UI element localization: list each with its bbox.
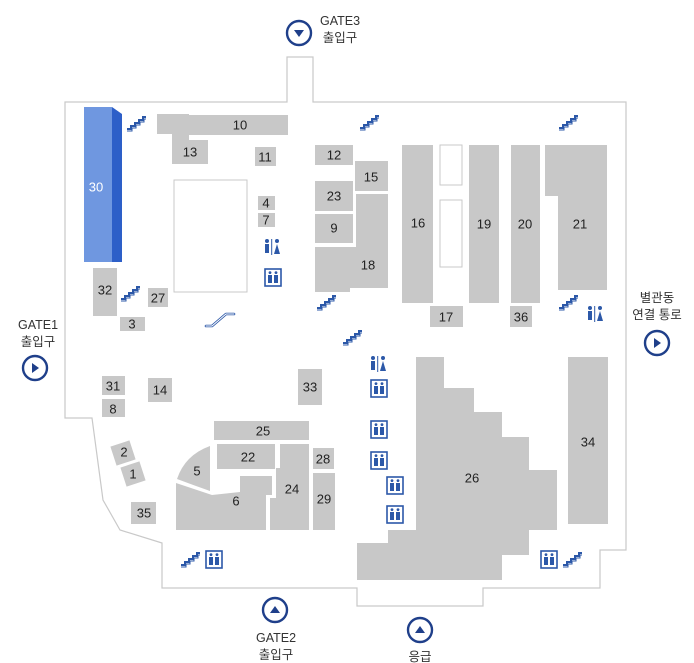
room-29-label: 29	[317, 492, 331, 507]
room-25-label: 25	[256, 424, 270, 439]
room-5-label: 5	[193, 464, 200, 479]
room-27[interactable]	[148, 288, 168, 307]
room-13[interactable]	[157, 114, 208, 164]
room-18-label: 18	[361, 258, 375, 273]
room-4-label: 4	[262, 196, 269, 211]
room-8-label: 8	[109, 402, 116, 417]
room-23[interactable]	[315, 181, 353, 211]
room-36[interactable]	[510, 306, 532, 327]
room-19-label: 19	[477, 217, 491, 232]
room-16-label: 16	[411, 216, 425, 231]
room-15[interactable]	[355, 161, 388, 191]
room-5[interactable]	[177, 446, 210, 491]
room-27-label: 27	[151, 291, 165, 306]
room-29[interactable]	[313, 473, 335, 530]
emergency-marker[interactable]: 응급	[406, 616, 434, 663]
escalator-icon	[204, 312, 236, 328]
gate-arrow-icon	[32, 363, 39, 373]
room-17[interactable]	[430, 306, 463, 327]
gate1-title: GATE1	[18, 318, 58, 332]
gate3-sub: 출입구	[323, 31, 358, 45]
room-12-label: 12	[327, 148, 341, 163]
room-7[interactable]	[258, 213, 275, 227]
room-26[interactable]	[357, 357, 557, 580]
void-b	[439, 199, 463, 268]
room-10-label: 10	[233, 118, 247, 133]
room-34[interactable]	[568, 357, 608, 524]
room-20[interactable]	[511, 145, 540, 303]
room-1[interactable]	[120, 461, 146, 487]
room-12[interactable]	[315, 145, 353, 165]
gate-arrow-icon	[270, 606, 280, 613]
room-3[interactable]	[120, 317, 145, 331]
room-34-label: 34	[581, 435, 595, 450]
room-32[interactable]	[93, 268, 117, 316]
room-8[interactable]	[102, 399, 125, 417]
room-30-label: 30	[89, 180, 103, 195]
room-30-side[interactable]	[112, 107, 122, 262]
atrium-outline	[173, 179, 248, 293]
room-16[interactable]	[402, 145, 433, 303]
room-2[interactable]	[110, 440, 136, 466]
room-18[interactable]	[315, 194, 388, 292]
room-19[interactable]	[469, 145, 499, 303]
room-33[interactable]	[298, 369, 322, 405]
gate2-sub: 출입구	[259, 648, 294, 662]
gate2-marker[interactable]: GATE2 출입구	[256, 596, 296, 662]
room-6[interactable]	[176, 476, 272, 530]
gate-arrow-icon	[415, 626, 425, 633]
room-10[interactable]	[189, 115, 288, 135]
room-14-label: 14	[153, 383, 167, 398]
room-2-label: 2	[120, 445, 127, 460]
room-3-label: 3	[128, 317, 135, 332]
void-a	[439, 144, 463, 186]
room-33-label: 33	[303, 380, 317, 395]
room-30[interactable]	[84, 107, 112, 262]
room-15-label: 15	[364, 170, 378, 185]
gate2-title: GATE2	[256, 631, 296, 645]
room-1-label: 1	[129, 467, 136, 482]
room-7-label: 7	[262, 213, 269, 228]
room-36-label: 36	[514, 310, 528, 325]
gate-arrow-icon	[294, 30, 304, 37]
room-35[interactable]	[131, 502, 156, 524]
room-9-label: 9	[330, 221, 337, 236]
annex-marker[interactable]: 별관동 연결 통로	[632, 291, 682, 357]
room-22-label: 22	[241, 450, 255, 465]
gate3-title: GATE3	[320, 14, 360, 28]
room-35-label: 35	[137, 506, 151, 521]
gate1-marker[interactable]: GATE1 출입구	[18, 318, 58, 382]
room-24[interactable]	[270, 444, 309, 530]
annex-title: 별관동	[640, 291, 675, 305]
room-17-label: 17	[439, 310, 453, 325]
room-6-label: 6	[232, 494, 239, 509]
gate1-sub: 출입구	[21, 335, 56, 349]
annex-sub: 연결 통로	[632, 308, 681, 322]
room-32-label: 32	[98, 283, 112, 298]
room-14[interactable]	[148, 378, 172, 402]
room-9[interactable]	[315, 214, 353, 243]
room-28[interactable]	[313, 448, 334, 469]
room-26-label: 26	[465, 471, 479, 486]
room-11-label: 11	[258, 150, 272, 165]
room-22[interactable]	[217, 444, 275, 469]
room-31-label: 31	[106, 379, 120, 394]
room-13-label: 13	[183, 145, 197, 160]
gate3-marker[interactable]: GATE3 출입구	[285, 14, 360, 47]
room-31[interactable]	[102, 376, 125, 395]
room-25[interactable]	[214, 421, 309, 440]
room-20-label: 20	[518, 217, 532, 232]
gate-arrow-icon	[654, 338, 661, 348]
emergency-title: 응급	[408, 650, 431, 663]
room-23-label: 23	[327, 189, 341, 204]
room-21[interactable]	[545, 145, 607, 290]
room-21-label: 21	[573, 217, 587, 232]
room-24-label: 24	[285, 482, 299, 497]
room-28-label: 28	[316, 452, 330, 467]
room-11[interactable]	[255, 147, 276, 166]
room-4[interactable]	[258, 196, 275, 210]
